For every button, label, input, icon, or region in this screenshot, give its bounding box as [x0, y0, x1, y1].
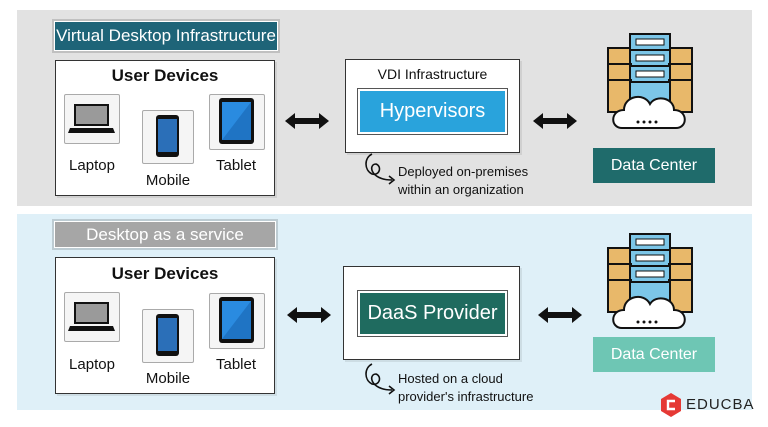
user-devices-heading: User Devices: [111, 66, 219, 85]
daas-title: Desktop as a service: [52, 219, 278, 250]
curved-arrow-icon: [365, 363, 396, 395]
bidirectional-arrow-icon: [533, 113, 577, 129]
tablet-label: Tablet: [215, 157, 257, 174]
data-center-label: Data Center: [593, 148, 715, 183]
laptop-label: Laptop: [69, 157, 115, 174]
mobile-label: Mobile: [145, 370, 191, 387]
data-center-icon: [607, 33, 693, 129]
brand-name: EDUCBA: [686, 396, 755, 413]
bidirectional-arrow-icon: [538, 307, 582, 323]
educba-logo-icon: [661, 393, 681, 417]
curved-arrow-icon: [365, 153, 396, 185]
mobile-label: Mobile: [145, 172, 191, 189]
tablet-icon: [209, 94, 265, 150]
hypervisors-box: Hypervisors: [357, 88, 508, 135]
bidirectional-arrow-icon: [285, 113, 329, 129]
data-center-label: Data Center: [593, 337, 715, 372]
daas-note: Hosted on a cloud provider's infrastruct…: [398, 371, 534, 404]
bidirectional-arrow-icon: [287, 307, 331, 323]
mobile-icon: [142, 110, 194, 164]
vdi-title: Virtual Desktop Infrastructure: [52, 19, 280, 53]
data-center-icon: [607, 233, 693, 329]
mobile-icon: [142, 309, 194, 363]
vdi-infrastructure-heading: VDI Infrastructure: [377, 66, 488, 82]
laptop-label: Laptop: [69, 356, 115, 373]
tablet-icon: [209, 293, 265, 349]
tablet-label: Tablet: [215, 356, 257, 373]
vdi-note: Deployed on-premises within an organizat…: [398, 164, 529, 197]
daas-provider-button: DaaS Provider: [357, 290, 508, 337]
user-devices-heading: User Devices: [111, 264, 219, 283]
laptop-icon: [64, 292, 120, 342]
laptop-icon: [64, 94, 120, 144]
